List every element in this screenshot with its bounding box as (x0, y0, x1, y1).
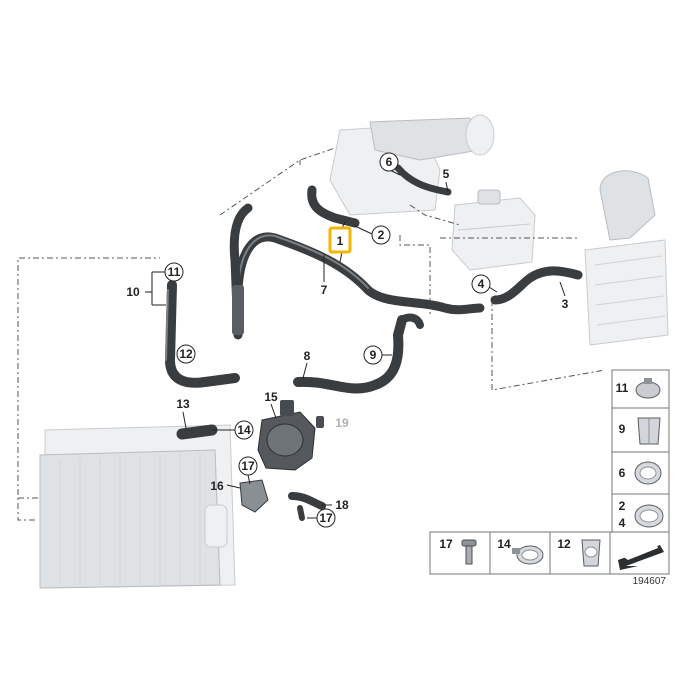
callout-13[interactable]: 13 (176, 397, 190, 411)
legend-label-12: 12 (557, 537, 571, 551)
legend-label-6: 6 (619, 466, 626, 480)
callout-19[interactable]: 19 (335, 416, 349, 430)
expansion-tank-ghost (451, 189, 536, 271)
callout-12[interactable]: 12 (179, 347, 193, 361)
callout-1[interactable]: 1 (337, 234, 344, 248)
callout-9[interactable]: 9 (370, 348, 377, 362)
dashed-boundaries (17, 147, 606, 521)
callout-7[interactable]: 7 (321, 283, 328, 297)
radiator-ghost (39, 424, 236, 589)
water-pump (257, 400, 316, 471)
callouts: 1 2 6 5 4 3 7 10 11 12 8 (126, 152, 569, 528)
callout-15[interactable]: 15 (264, 390, 278, 404)
callout-11[interactable]: 11 (168, 265, 181, 279)
callout-6[interactable]: 6 (386, 155, 393, 169)
legend-label-4: 4 (619, 516, 626, 530)
screw-17-icon (461, 539, 477, 565)
clamp-2-4-icon (634, 504, 664, 528)
legend-label-11: 11 (616, 381, 629, 395)
callout-3[interactable]: 3 (562, 297, 569, 311)
callout-14[interactable]: 14 (237, 423, 251, 437)
hoses (165, 164, 583, 521)
clamp-11-icon (635, 378, 661, 399)
callout-5[interactable]: 5 (443, 167, 450, 181)
engine-housing-ghost (329, 114, 495, 216)
intercooler-ghost (584, 170, 669, 346)
callout-17-upper[interactable]: 17 (241, 459, 255, 473)
callout-17-lower[interactable]: 17 (319, 511, 333, 525)
legend-label-2: 2 (619, 499, 626, 513)
callout-4[interactable]: 4 (478, 277, 485, 291)
callout-1-highlight-box[interactable] (328, 226, 352, 254)
wedge-arrow-icon (618, 543, 664, 570)
clamp-14-icon (512, 545, 544, 565)
callout-8[interactable]: 8 (304, 349, 311, 363)
bottom-legend: 17 14 12 (429, 531, 670, 575)
callout-16[interactable]: 16 (210, 479, 224, 493)
callout-18[interactable]: 18 (335, 498, 349, 512)
clamp-6-icon (634, 461, 662, 485)
legend-label-14: 14 (497, 537, 511, 551)
side-legend: 11 9 6 2 4 (611, 369, 670, 539)
bracket (239, 479, 269, 513)
diagram-number: 194607 (633, 576, 667, 587)
callout-10[interactable]: 10 (126, 285, 140, 299)
clip-12-icon (581, 539, 601, 567)
legend-label-9: 9 (619, 422, 626, 436)
legend-label-17: 17 (439, 537, 453, 551)
callout-2[interactable]: 2 (378, 228, 385, 242)
clamp-9-icon (637, 417, 661, 445)
temp-sensor (316, 416, 324, 428)
